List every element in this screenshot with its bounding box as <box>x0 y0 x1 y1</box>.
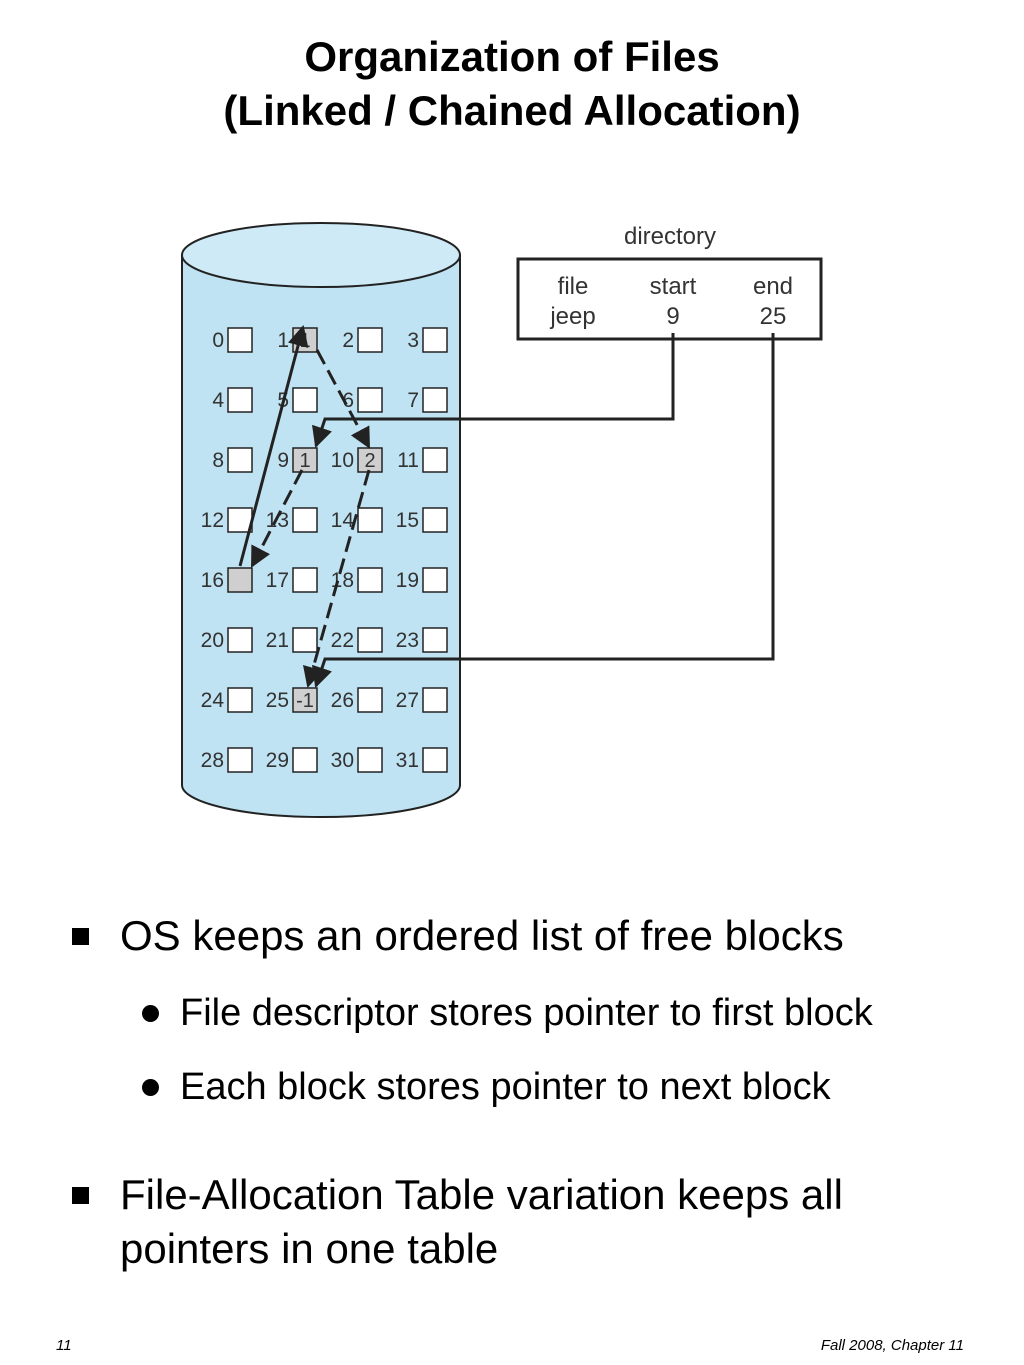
bullet-fat-line-1: File-Allocation Table variation keeps al… <box>120 1171 843 1218</box>
bullet-square-marker <box>72 928 89 945</box>
directory-pointers <box>312 333 775 688</box>
block-number-label: 3 <box>407 329 419 352</box>
free-block-cell <box>357 507 383 533</box>
free-block-cell <box>227 627 253 653</box>
end-pointer-to-block-25 <box>312 333 775 688</box>
bullet-square-marker <box>72 1187 89 1204</box>
block-number-label: 4 <box>212 389 224 412</box>
block-next-pointer-value: 2 <box>364 450 375 472</box>
block-number-label: 25 <box>266 689 289 712</box>
directory-table <box>516 257 823 341</box>
free-block-cell <box>357 387 383 413</box>
directory-header-end: end <box>753 273 793 300</box>
block-number-label: 7 <box>407 389 419 412</box>
bullet-block-pointer: Each block stores pointer to next block <box>180 1066 831 1108</box>
block-number-label: 11 <box>397 449 419 472</box>
used-block-cell <box>357 447 383 473</box>
free-block-cell <box>422 447 448 473</box>
free-block-cell <box>422 327 448 353</box>
page-number: 11 <box>56 1337 72 1354</box>
bullet-dot-marker <box>142 1005 159 1022</box>
block-number-label: 9 <box>277 449 289 472</box>
directory-header-start: start <box>650 273 697 300</box>
directory-end-value: 25 <box>760 303 787 330</box>
free-block-cell <box>357 687 383 713</box>
block-number-label: 30 <box>331 749 354 772</box>
block-number-label: 22 <box>331 629 354 652</box>
free-block-cell <box>227 447 253 473</box>
free-block-cell <box>422 507 448 533</box>
free-block-cell <box>292 387 318 413</box>
free-block-cell <box>357 747 383 773</box>
block-number-label: 10 <box>331 449 354 472</box>
free-block-cell <box>292 567 318 593</box>
free-block-cell <box>422 687 448 713</box>
free-block-cell <box>227 327 253 353</box>
block-number-label: 0 <box>212 329 224 352</box>
free-block-cell <box>422 387 448 413</box>
bullet-fat-variation: File-Allocation Table variation keeps al… <box>120 1168 980 1276</box>
directory-file-name: jeep <box>549 303 595 330</box>
disk-top <box>181 222 461 288</box>
block-number-label: 8 <box>212 449 224 472</box>
block-number-label: 1 <box>277 329 289 352</box>
bullet-dot-marker <box>142 1079 159 1096</box>
free-block-cell <box>422 627 448 653</box>
block-number-label: 28 <box>201 749 224 772</box>
directory-label: directory <box>624 223 716 250</box>
block-number-label: 17 <box>266 569 289 592</box>
arrow-10-to-25 <box>303 469 371 689</box>
block-number-label: 15 <box>396 509 419 532</box>
block-number-label: 2 <box>342 329 354 352</box>
free-block-cell <box>422 567 448 593</box>
bullet-free-blocks: OS keeps an ordered list of free blocks <box>120 912 844 959</box>
block-number-label: 6 <box>342 389 354 412</box>
block-number-label: 20 <box>201 629 224 652</box>
block-next-pointer-value: 1 <box>299 450 310 472</box>
directory-start-value: 9 <box>666 303 679 330</box>
block-number-label: 31 <box>396 749 419 772</box>
free-block-cell <box>357 567 383 593</box>
free-block-cell <box>357 627 383 653</box>
bullet-fat-line-2: pointers in one table <box>120 1225 499 1272</box>
arrow-16-to-1 <box>238 324 309 567</box>
block-number-label: 24 <box>201 689 225 712</box>
free-block-cell <box>227 387 253 413</box>
arrow-9-to-16 <box>250 469 304 568</box>
footer-chapter: Fall 2008, Chapter 11 <box>820 1337 964 1354</box>
free-block-cell <box>292 507 318 533</box>
block-next-pointer-value: -1 <box>296 690 314 712</box>
directory: directory file start end jeep 9 25 <box>516 223 823 341</box>
slide-title-line-2: (Linked / Chained Allocation) <box>223 87 801 134</box>
block-number-label: 29 <box>266 749 289 772</box>
free-block-cell <box>292 627 318 653</box>
free-block-cell <box>227 687 253 713</box>
free-block-cell <box>357 327 383 353</box>
block-number-label: 27 <box>396 689 419 712</box>
free-block-cell <box>292 747 318 773</box>
bullet-file-descriptor: File descriptor stores pointer to first … <box>180 992 873 1034</box>
slide-title-line-1: Organization of Files <box>304 33 720 80</box>
block-number-label: 23 <box>396 629 419 652</box>
block-number-label: 19 <box>396 569 419 592</box>
block-chain-arrows <box>238 324 371 689</box>
slide-title: Organization of Files (Linked / Chained … <box>0 30 1024 138</box>
block-number-label: 14 <box>331 509 355 532</box>
start-pointer-to-block-9 <box>312 333 675 448</box>
used-block-cell <box>227 567 253 593</box>
block-number-label: 21 <box>266 629 289 652</box>
block-number-label: 12 <box>201 509 224 532</box>
used-block-cell <box>292 447 318 473</box>
block-number-label: 16 <box>201 569 224 592</box>
directory-header-file: file <box>558 273 589 300</box>
free-block-cell <box>422 747 448 773</box>
block-number-label: 26 <box>331 689 354 712</box>
free-block-cell <box>227 747 253 773</box>
used-block-cell <box>292 687 318 713</box>
arrow-1-to-10 <box>315 349 371 449</box>
